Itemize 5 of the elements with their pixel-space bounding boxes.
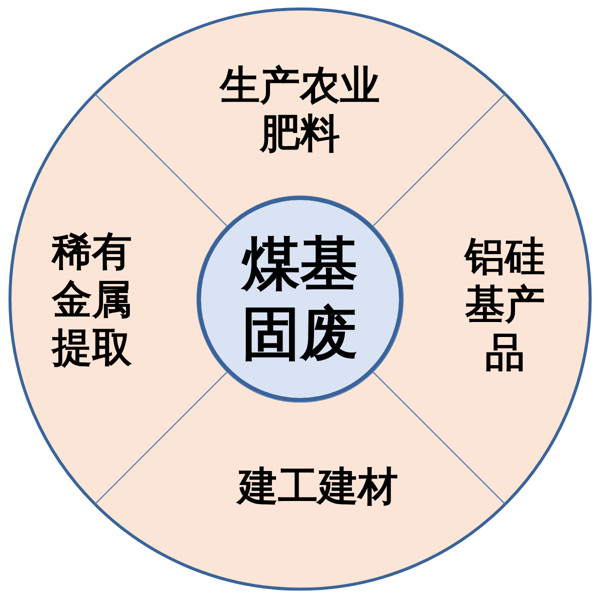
center-label: 煤基固废 xyxy=(240,229,359,369)
sector-label: 铝硅基产品 xyxy=(462,232,546,377)
sector-label: 建工建材 xyxy=(235,462,399,511)
sector-label: 生产农业肥料 xyxy=(218,62,381,158)
sector-label: 稀有金属提取 xyxy=(50,228,133,372)
